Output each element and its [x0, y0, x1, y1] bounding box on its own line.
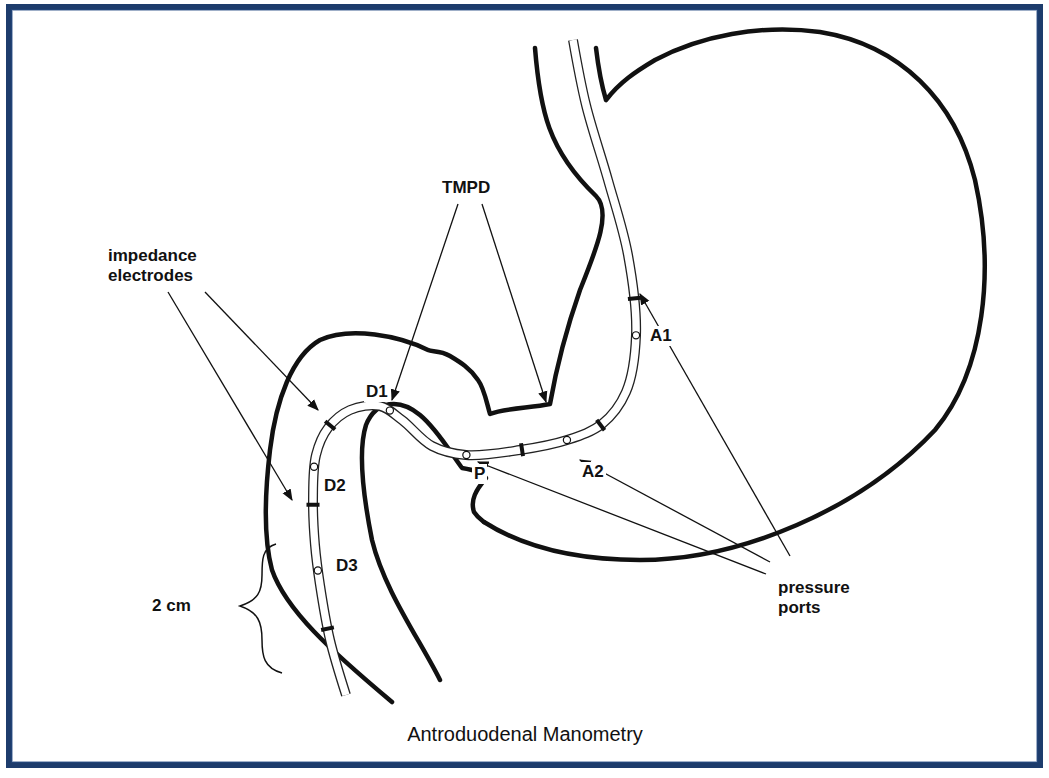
greater-curvature: [484, 30, 985, 560]
pressure-port: [310, 463, 317, 470]
pressure-port: [386, 407, 393, 414]
impedance-electrode: [325, 421, 335, 429]
frame-inner: [12, 10, 1037, 762]
catheter-lumen: [313, 40, 636, 695]
probe-label: TMPD: [440, 178, 492, 198]
impedance-electrode: [521, 443, 523, 456]
tmpd-leader: [392, 204, 458, 400]
pressure-port: [314, 567, 321, 574]
pressure-port: [632, 332, 639, 339]
lesser-curvature: [266, 48, 603, 702]
dimension-brace: [240, 544, 282, 673]
impedance-electrode: [628, 298, 641, 299]
port-name: P: [472, 464, 487, 484]
port-leader: [640, 294, 790, 556]
impedance-electrode: [321, 627, 334, 630]
pressure-port: [563, 436, 570, 443]
impedance-electrode: [597, 420, 605, 430]
electrode-leader: [168, 292, 292, 500]
port-name: D2: [322, 476, 348, 496]
dimension-label: 2 cm: [150, 596, 193, 616]
impedance-electrode: [306, 503, 319, 507]
part-label: pressure ports: [776, 578, 872, 618]
electrode-leader: [205, 292, 318, 410]
port-name: D1: [364, 382, 390, 402]
port-leader: [478, 462, 766, 574]
port-name: A2: [580, 462, 606, 482]
catheter-wall: [313, 40, 636, 695]
port-name: D3: [334, 556, 360, 576]
figure-caption: Antroduodenal Manometry: [405, 722, 645, 746]
pressure-port: [463, 451, 470, 458]
frame: [9, 7, 1040, 765]
catheter: [306, 40, 640, 695]
port-leader: [580, 460, 770, 562]
tmpd-leader: [482, 204, 546, 402]
part-label: impedance electrodes: [106, 246, 218, 286]
port-name: A1: [648, 326, 674, 346]
